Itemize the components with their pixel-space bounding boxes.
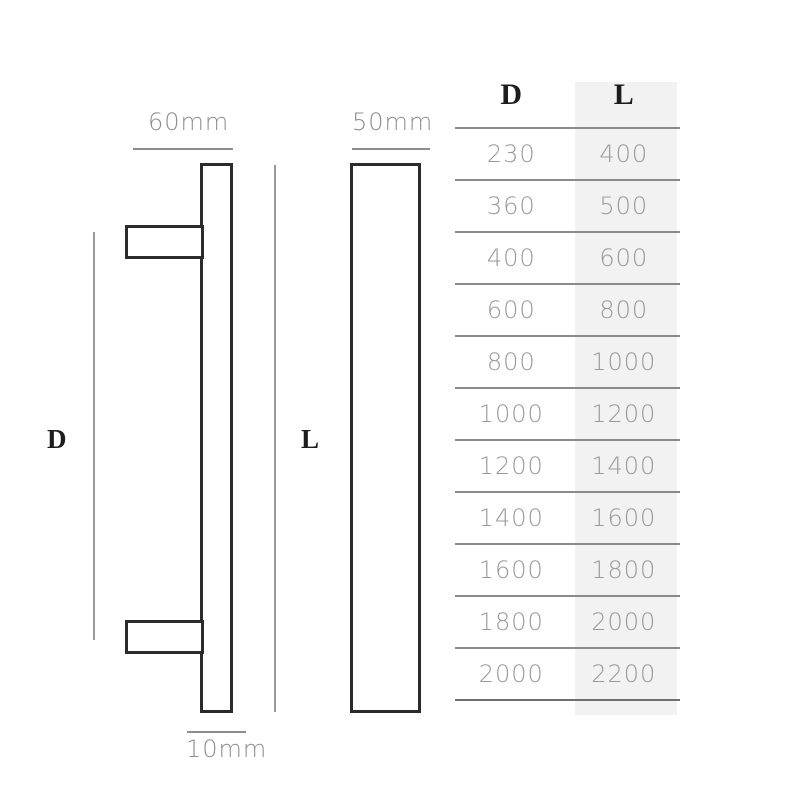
- handle-lower-arm: [125, 620, 204, 654]
- handle-bar-front: [350, 163, 421, 713]
- cell-l: 1800: [591, 556, 657, 584]
- cell-d: 1400: [478, 504, 544, 532]
- cell-l: 1400: [591, 452, 657, 480]
- cell-d: 230: [486, 140, 536, 168]
- table-row: 1600 1800: [455, 544, 680, 596]
- table-row: 1000 1200: [455, 388, 680, 440]
- cell-d: 1200: [478, 452, 544, 480]
- cell-l: 1600: [591, 504, 657, 532]
- table-row: 2000 2200: [455, 648, 680, 700]
- table-row: 1200 1400: [455, 440, 680, 492]
- table-header-l: L: [613, 77, 634, 111]
- depth-axis-label: D: [47, 424, 67, 454]
- width-50mm-label: 50mm: [352, 108, 434, 136]
- handle-upper-arm: [125, 225, 204, 259]
- cell-d: 1600: [478, 556, 544, 584]
- table-row: 1400 1600: [455, 492, 680, 544]
- cell-d: 1000: [478, 400, 544, 428]
- cell-d: 2000: [478, 660, 544, 688]
- table-shaded-column-band: [575, 82, 677, 715]
- handle-main-post: [200, 163, 233, 713]
- cell-l: 400: [599, 140, 649, 168]
- table-row: 800 1000: [455, 336, 680, 388]
- table-row: 400 600: [455, 232, 680, 284]
- cell-d: 360: [486, 192, 536, 220]
- depth-dimension-line: [93, 232, 95, 640]
- cell-l: 800: [599, 296, 649, 324]
- cell-d: 1800: [478, 608, 544, 636]
- width-50mm-dimension-line: [352, 148, 430, 150]
- table-row: 600 800: [455, 284, 680, 336]
- cell-d: 400: [486, 244, 536, 272]
- cell-d: 800: [486, 348, 536, 376]
- width-60mm-dimension-line: [133, 148, 233, 150]
- cell-l: 500: [599, 192, 649, 220]
- length-axis-label: L: [301, 424, 320, 454]
- width-60mm-label: 60mm: [148, 108, 230, 136]
- length-dimension-line: [274, 165, 276, 712]
- table-row: 360 500: [455, 180, 680, 232]
- table-row: 1800 2000: [455, 596, 680, 648]
- table-row: 230 400: [455, 128, 680, 180]
- cell-l: 1000: [591, 348, 657, 376]
- table-header-row: D L: [455, 62, 680, 128]
- cell-l: 600: [599, 244, 649, 272]
- thickness-10mm-dimension-line: [187, 731, 246, 733]
- cell-d: 600: [486, 296, 536, 324]
- thickness-10mm-label: 10mm: [186, 735, 268, 763]
- cell-l: 2200: [591, 660, 657, 688]
- cell-l: 1200: [591, 400, 657, 428]
- table-header-d: D: [500, 77, 523, 111]
- cell-l: 2000: [591, 608, 657, 636]
